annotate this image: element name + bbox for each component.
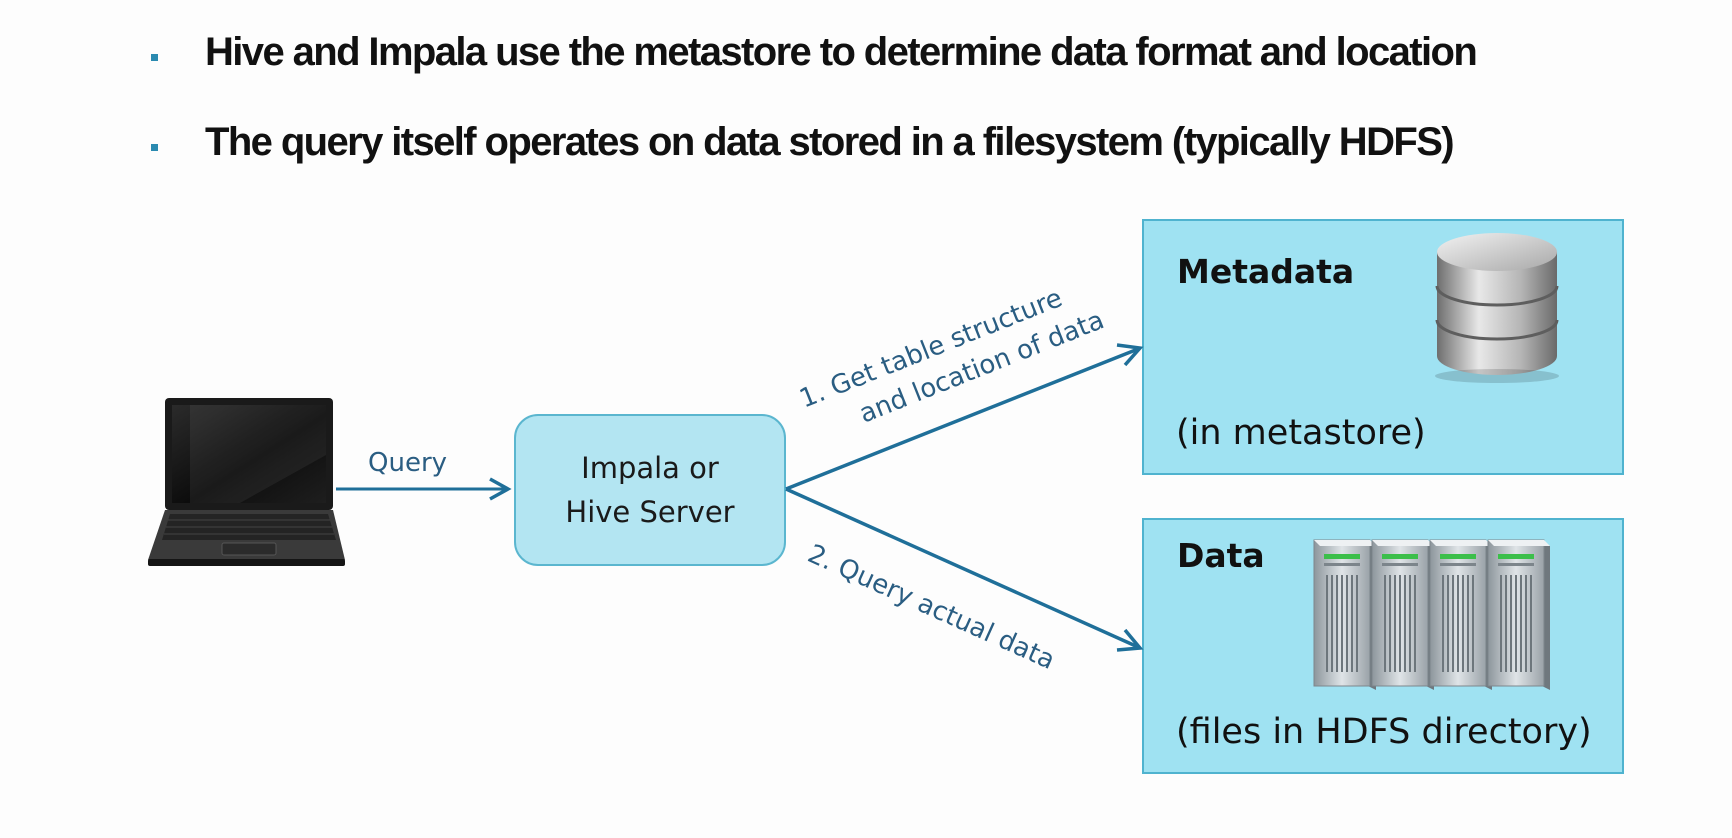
- laptop-icon: [148, 398, 345, 566]
- query-label: Query: [368, 448, 447, 478]
- bullet-text: The query itself operates on data stored…: [205, 120, 1455, 164]
- edge2-label: 2. Query actual data: [803, 539, 1059, 676]
- bullet-marker: [151, 54, 158, 61]
- query-server-node: Impala or Hive Server: [514, 414, 786, 566]
- bullet-text: Hive and Impala use the metastore to det…: [205, 30, 1478, 74]
- data-arrow: [785, 487, 1144, 652]
- data-subtitle: (files in HDFS directory): [1176, 712, 1592, 752]
- metadata-subtitle: (in metastore): [1176, 413, 1426, 453]
- query-arrow: [336, 477, 512, 501]
- metadata-title: Metadata: [1177, 252, 1355, 291]
- server-label-line2: Hive Server: [565, 495, 735, 529]
- server-label-line1: Impala or: [581, 451, 719, 485]
- metadata-arrow: [785, 343, 1144, 491]
- bullet-marker: [151, 144, 158, 151]
- database-icon: [1435, 233, 1559, 383]
- server-rack-icon: [1313, 539, 1550, 690]
- data-title: Data: [1177, 536, 1265, 575]
